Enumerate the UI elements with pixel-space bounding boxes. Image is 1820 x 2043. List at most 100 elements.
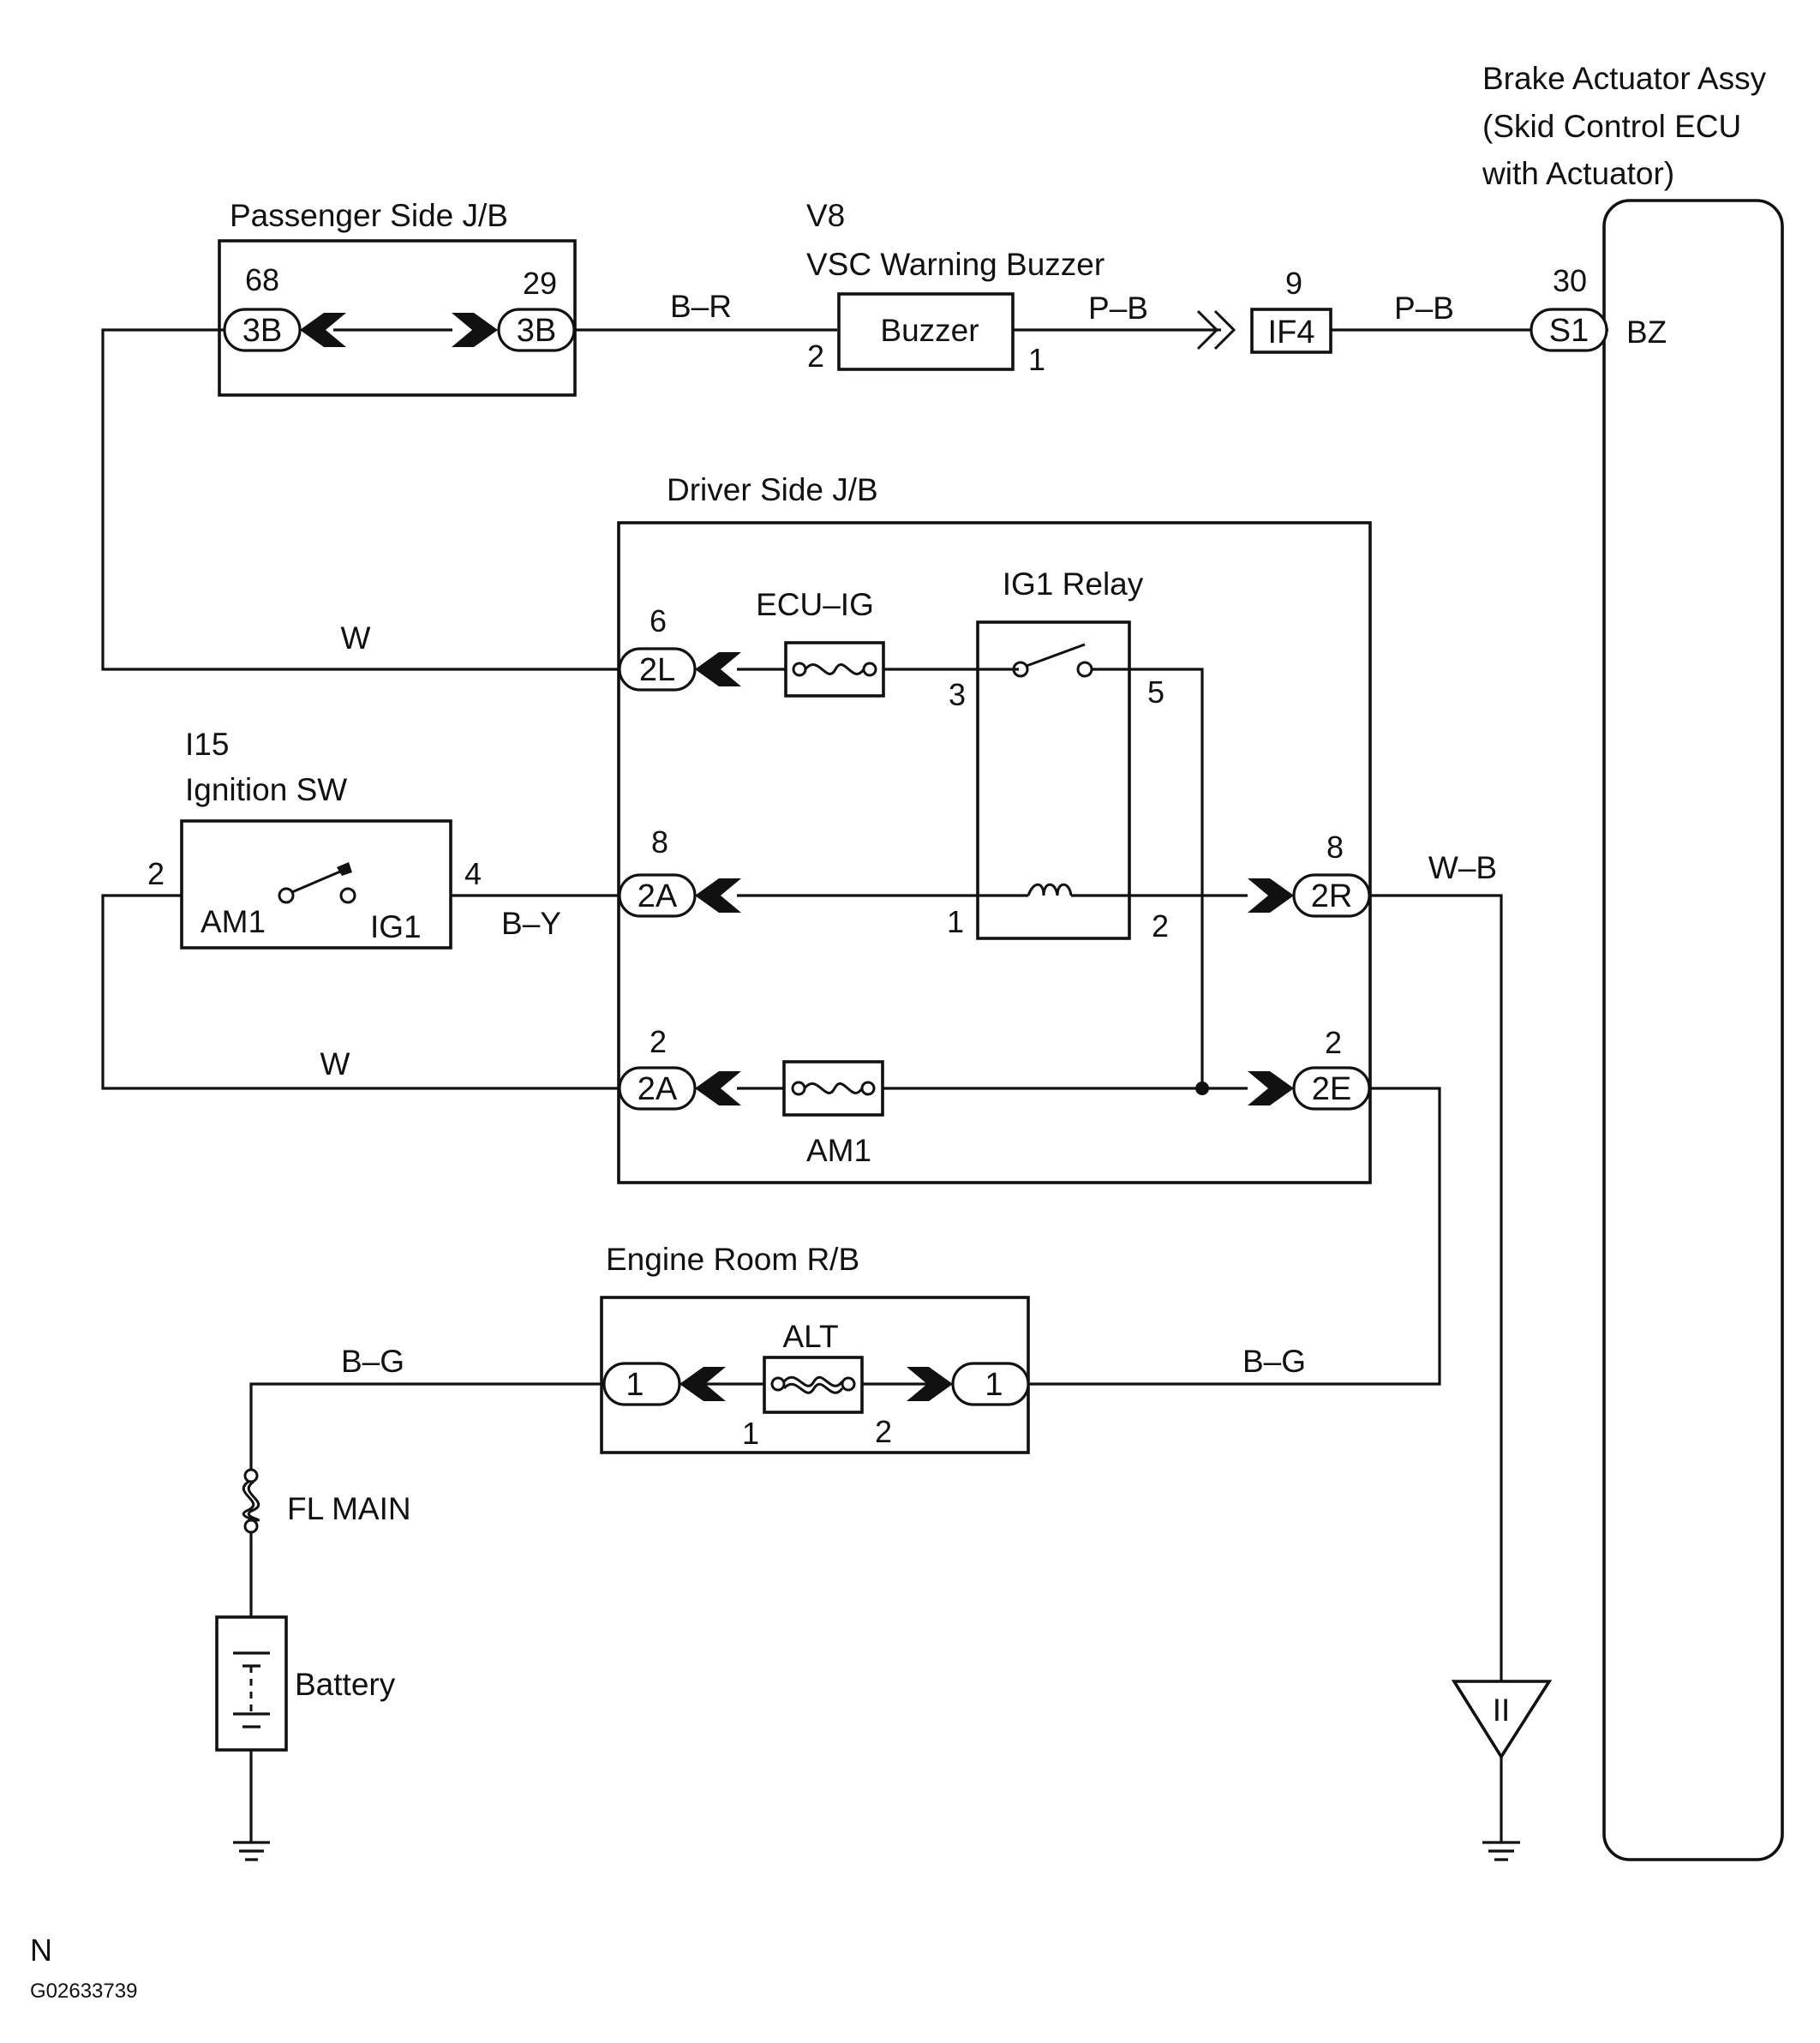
alt-fuse-element-1 bbox=[782, 1375, 844, 1387]
connector-3b-left-label: 3B bbox=[242, 313, 282, 349]
relay-pin-5: 5 bbox=[1147, 674, 1164, 710]
brake-actuator-subtitle-2: with Actuator) bbox=[1482, 156, 1674, 191]
ground-symbol-battery bbox=[233, 1841, 270, 1861]
engine-rb-title: Engine Room R/B bbox=[606, 1242, 859, 1277]
buzzer-pin-out: 1 bbox=[1028, 342, 1045, 377]
ecu-ig-fuse-end-left bbox=[792, 662, 807, 677]
connector-s1 bbox=[1530, 308, 1608, 352]
s1-pin-number: 30 bbox=[1553, 263, 1587, 298]
wire-label-w-b: W–B bbox=[1428, 850, 1497, 885]
ignition-am1-label: AM1 bbox=[201, 904, 266, 939]
connector-2a-top-label: 2A bbox=[638, 878, 678, 914]
wire-2e-bg bbox=[1022, 1087, 1441, 1386]
ignition-contact-left bbox=[278, 887, 295, 904]
wire-ig-sw-left bbox=[101, 894, 620, 1090]
connector-2e-label: 2E bbox=[1312, 1071, 1351, 1107]
ignition-contact-right bbox=[339, 887, 356, 904]
if4-pin: 9 bbox=[1285, 266, 1302, 301]
ig1-relay-box bbox=[976, 620, 1131, 940]
connector-s1-label: S1 bbox=[1549, 313, 1589, 349]
passenger-left-pin: 68 bbox=[245, 262, 279, 297]
alt-fuse-pin-left: 1 bbox=[742, 1416, 759, 1451]
battery-box bbox=[215, 1615, 288, 1752]
ecu-ig-fuse-end-right bbox=[862, 662, 877, 677]
junction-dot bbox=[1195, 1081, 1209, 1095]
buzzer-title: VSC Warning Buzzer bbox=[806, 247, 1105, 282]
wire-bg-left bbox=[249, 1382, 615, 1470]
fl-main-fusible-link-2 bbox=[247, 1480, 260, 1522]
driver-jb-box bbox=[617, 521, 1372, 1184]
relay-pin-3: 3 bbox=[949, 677, 966, 712]
connector-if4 bbox=[1250, 308, 1332, 354]
wire-relay-5-drop bbox=[1091, 668, 1204, 1088]
driver-jb-title: Driver Side J/B bbox=[667, 472, 878, 507]
connector-engine-left-label: 1 bbox=[626, 1367, 644, 1403]
conn-2a-top-pin: 8 bbox=[651, 824, 668, 860]
wire-label-b-g-right: B–G bbox=[1242, 1344, 1306, 1379]
ignition-ig1-label: IG1 bbox=[370, 909, 422, 944]
conn-2e-pin: 2 bbox=[1325, 1025, 1342, 1060]
am1-fuse-label: AM1 bbox=[806, 1133, 871, 1168]
ecu-ig-fuse-element bbox=[804, 663, 865, 675]
connector-engine-right-arrow bbox=[907, 1367, 953, 1401]
buzzer-label: Buzzer bbox=[880, 313, 979, 348]
relay-pin-1: 1 bbox=[947, 904, 964, 939]
connector-2e-arrow bbox=[1248, 1071, 1294, 1105]
alt-fuse-element-2 bbox=[782, 1382, 844, 1394]
ignition-pin-right: 4 bbox=[464, 856, 482, 891]
conn-2l-pin: 6 bbox=[650, 603, 667, 638]
connector-arrow-left bbox=[300, 313, 346, 347]
fl-main-fusible-link-1 bbox=[242, 1480, 255, 1522]
if4-arrow-2 bbox=[1213, 309, 1236, 350]
ignition-pin-left: 2 bbox=[147, 856, 165, 891]
wire-w-b bbox=[1369, 894, 1503, 1681]
alt-fuse-end-right bbox=[841, 1376, 856, 1392]
connector-2l-arrow bbox=[695, 652, 741, 686]
connector-2a-top-arrow bbox=[695, 878, 741, 913]
passenger-jb-box bbox=[218, 239, 577, 397]
ground-point-label: II bbox=[1493, 1693, 1511, 1728]
passenger-right-pin: 29 bbox=[523, 266, 557, 301]
alt-fuse bbox=[763, 1356, 864, 1414]
fl-main-label: FL MAIN bbox=[287, 1491, 411, 1526]
ground-point-triangle bbox=[1451, 1680, 1553, 1760]
relay-contact-right bbox=[1076, 661, 1093, 678]
engine-rb-box bbox=[600, 1296, 1030, 1454]
connector-2a-bottom-arrow bbox=[695, 1071, 741, 1105]
power-supply: FL MAIN Battery II bbox=[215, 1468, 1553, 1861]
wire-labels: B–R P–B P–B W B–Y W W–B B–G B–G bbox=[320, 289, 1498, 1379]
footer: N G02633739 bbox=[30, 1932, 137, 2003]
ignition-switch: I15 Ignition SW 2 4 AM1 IG1 bbox=[147, 727, 482, 950]
buzzer-pin-in: 2 bbox=[807, 339, 824, 374]
wire-label-b-g-left: B–G bbox=[341, 1344, 404, 1379]
relay-contact-left bbox=[1012, 661, 1029, 678]
connector-engine-right-label: 1 bbox=[985, 1367, 1003, 1403]
wire-label-b-y: B–Y bbox=[501, 906, 561, 941]
alt-fuse-end-left bbox=[770, 1376, 786, 1392]
connector-2l-label: 2L bbox=[639, 652, 675, 688]
fl-main-end-top bbox=[243, 1468, 259, 1483]
connector-arrow-right bbox=[452, 313, 498, 347]
brake-actuator-subtitle-1: (Skid Control ECU bbox=[1482, 109, 1741, 144]
alt-fuse-label: ALT bbox=[782, 1319, 838, 1354]
wire-label-b-r: B–R bbox=[670, 289, 732, 324]
connector-2r-label: 2R bbox=[1311, 878, 1353, 914]
vsc-warning-buzzer: V8 VSC Warning Buzzer Buzzer 2 1 bbox=[806, 198, 1105, 377]
ignition-sw-title: Ignition SW bbox=[185, 772, 347, 807]
am1-fuse-end-left bbox=[791, 1081, 806, 1096]
connector-engine-left-arrow bbox=[680, 1367, 726, 1401]
brake-actuator-assy: Brake Actuator Assy (Skid Control ECU wi… bbox=[1482, 61, 1784, 1861]
ignition-switch-arm bbox=[291, 867, 347, 894]
ecu-ig-fuse-label: ECU–IG bbox=[756, 587, 874, 622]
terminal-bz-label: BZ bbox=[1626, 315, 1667, 350]
conn-2r-pin: 8 bbox=[1326, 830, 1344, 865]
wire-label-w-bottom: W bbox=[320, 1046, 350, 1081]
ground-symbol-ground-point bbox=[1482, 1841, 1520, 1861]
engine-room-rb: Engine Room R/B 1 ALT 1 2 1 bbox=[600, 1242, 1030, 1454]
wire-w-top bbox=[101, 328, 620, 671]
conn-2a-bottom-pin: 2 bbox=[650, 1024, 667, 1059]
connector-2a-bottom-label: 2A bbox=[638, 1071, 678, 1107]
relay-pin-2: 2 bbox=[1152, 908, 1169, 944]
am1-fuse-end-right bbox=[860, 1081, 876, 1096]
